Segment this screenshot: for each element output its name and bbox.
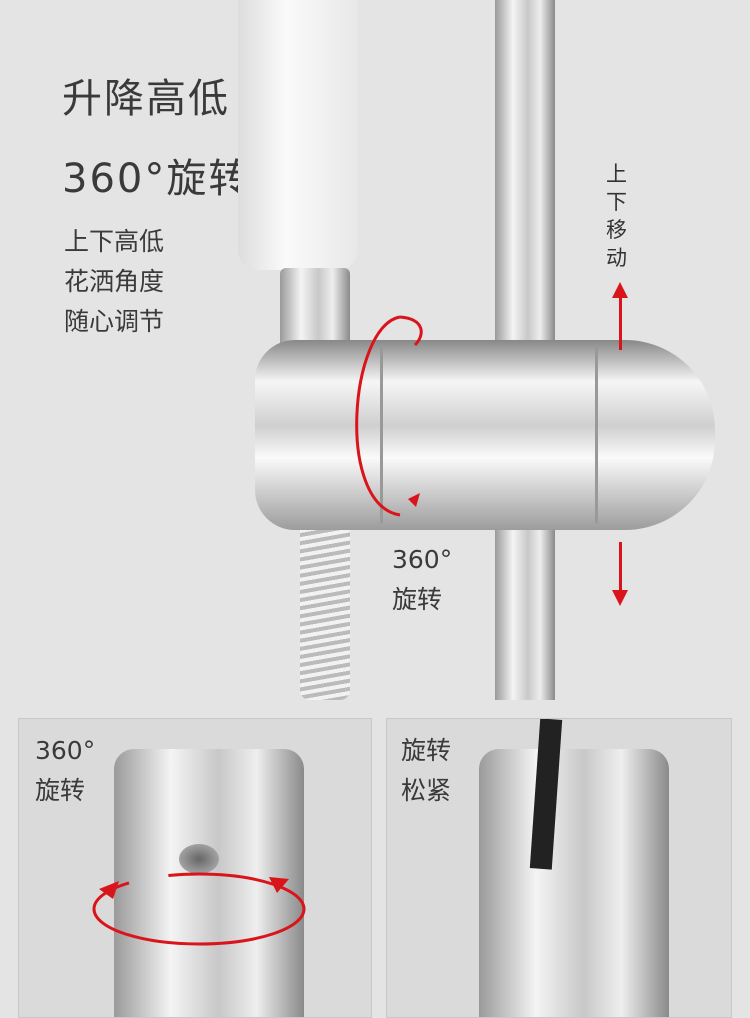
vertical-move-label: 上下移动 — [606, 162, 627, 270]
bracket-seam — [595, 345, 598, 523]
headline: 升降高低 360°旋转 — [62, 66, 250, 204]
bracket-body — [255, 340, 715, 530]
feature-item: 花洒角度 — [64, 267, 165, 296]
panel-line2: 松紧 — [401, 776, 452, 805]
down-arrow-icon — [619, 542, 622, 594]
headline-line1: 升降高低 — [62, 76, 230, 122]
rotate-text: 旋转 — [392, 585, 443, 614]
feature-item: 随心调节 — [64, 307, 165, 336]
panel-rotate: 360° 旋转 — [18, 718, 372, 1018]
rotate-label: 360° 旋转 — [392, 540, 452, 620]
up-arrow-icon — [619, 295, 622, 350]
rotate-arrow-icon — [92, 872, 306, 946]
rotate-arrow-icon — [355, 315, 423, 517]
panel-line1: 旋转 — [401, 736, 452, 765]
bracket-seam — [380, 345, 383, 523]
panel-tighten-label: 旋转 松紧 — [401, 731, 451, 811]
panel-tighten: 旋转 松紧 — [386, 718, 732, 1018]
up-arrow-head-icon — [612, 282, 628, 298]
headline-line2: 360°旋转 — [62, 156, 251, 202]
hose-connector — [280, 268, 350, 348]
panel-text: 旋转 — [35, 776, 86, 805]
feature-item: 上下高低 — [64, 227, 165, 256]
screw-icon — [179, 844, 219, 874]
panel-degree: 360° — [35, 736, 96, 765]
bracket-closeup — [479, 749, 669, 1017]
rotate-degree: 360° — [392, 545, 453, 574]
down-arrow-head-icon — [612, 590, 628, 606]
shower-handle — [238, 0, 358, 270]
feature-list: 上下高低 花洒角度 随心调节 — [64, 222, 164, 342]
panel-rotate-label: 360° 旋转 — [35, 731, 95, 811]
